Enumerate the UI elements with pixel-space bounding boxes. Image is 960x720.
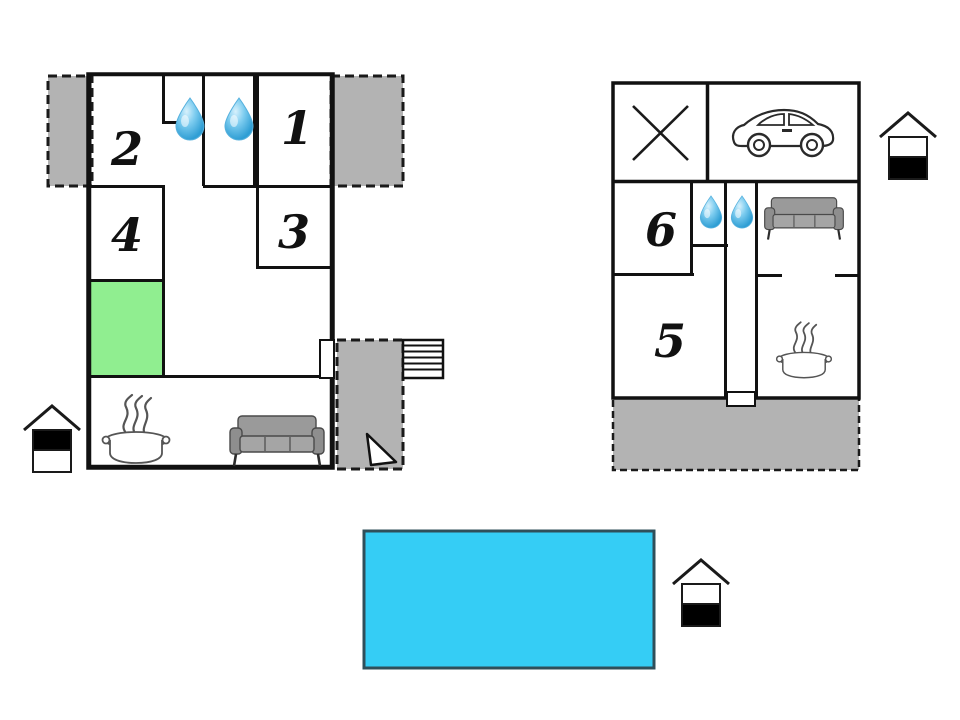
room-number-5: 5: [654, 314, 687, 368]
terrace-bottom-right: [335, 338, 405, 471]
ground-floor-plan[interactable]: 6 5: [560, 0, 960, 500]
house-upper-level-icon: [23, 404, 81, 473]
room-number-4: 4: [111, 208, 144, 262]
water-drop-icon: [224, 97, 254, 141]
sofa-icon: [229, 415, 325, 467]
room-number-6: 6: [645, 203, 678, 257]
stairs-icon: [401, 338, 445, 380]
room-number-1: 1: [281, 101, 314, 155]
ground-floor-svg: [611, 81, 861, 472]
terrace-top-right: [329, 74, 405, 188]
room-number-2: 2: [111, 122, 144, 176]
sofa-icon: [764, 197, 844, 240]
upper-floor-plan[interactable]: 2 1 4 3: [0, 0, 470, 500]
house-ground-level-icon: [672, 558, 730, 627]
stove-icon: [775, 321, 833, 379]
water-drop-icon: [730, 195, 754, 229]
pool-area-svg: [362, 529, 656, 670]
upper-floor-svg: [46, 72, 445, 471]
car-icon: [731, 108, 835, 158]
cross-icon: [632, 105, 689, 161]
door-icon: [319, 339, 335, 379]
water-drop-icon: [175, 97, 205, 141]
water-drop-icon: [699, 195, 723, 229]
terrace-bottom: [611, 396, 861, 472]
terrace-left: [46, 74, 94, 188]
green-room: [90, 280, 163, 376]
entrance-arrow-icon: [365, 432, 398, 467]
room-number-3: 3: [278, 205, 311, 259]
door-icon: [726, 391, 756, 407]
house-ground-level-icon: [879, 111, 937, 180]
pool-area: [362, 529, 656, 670]
pool-area-plan[interactable]: [340, 500, 740, 700]
stove-icon: [101, 393, 171, 464]
